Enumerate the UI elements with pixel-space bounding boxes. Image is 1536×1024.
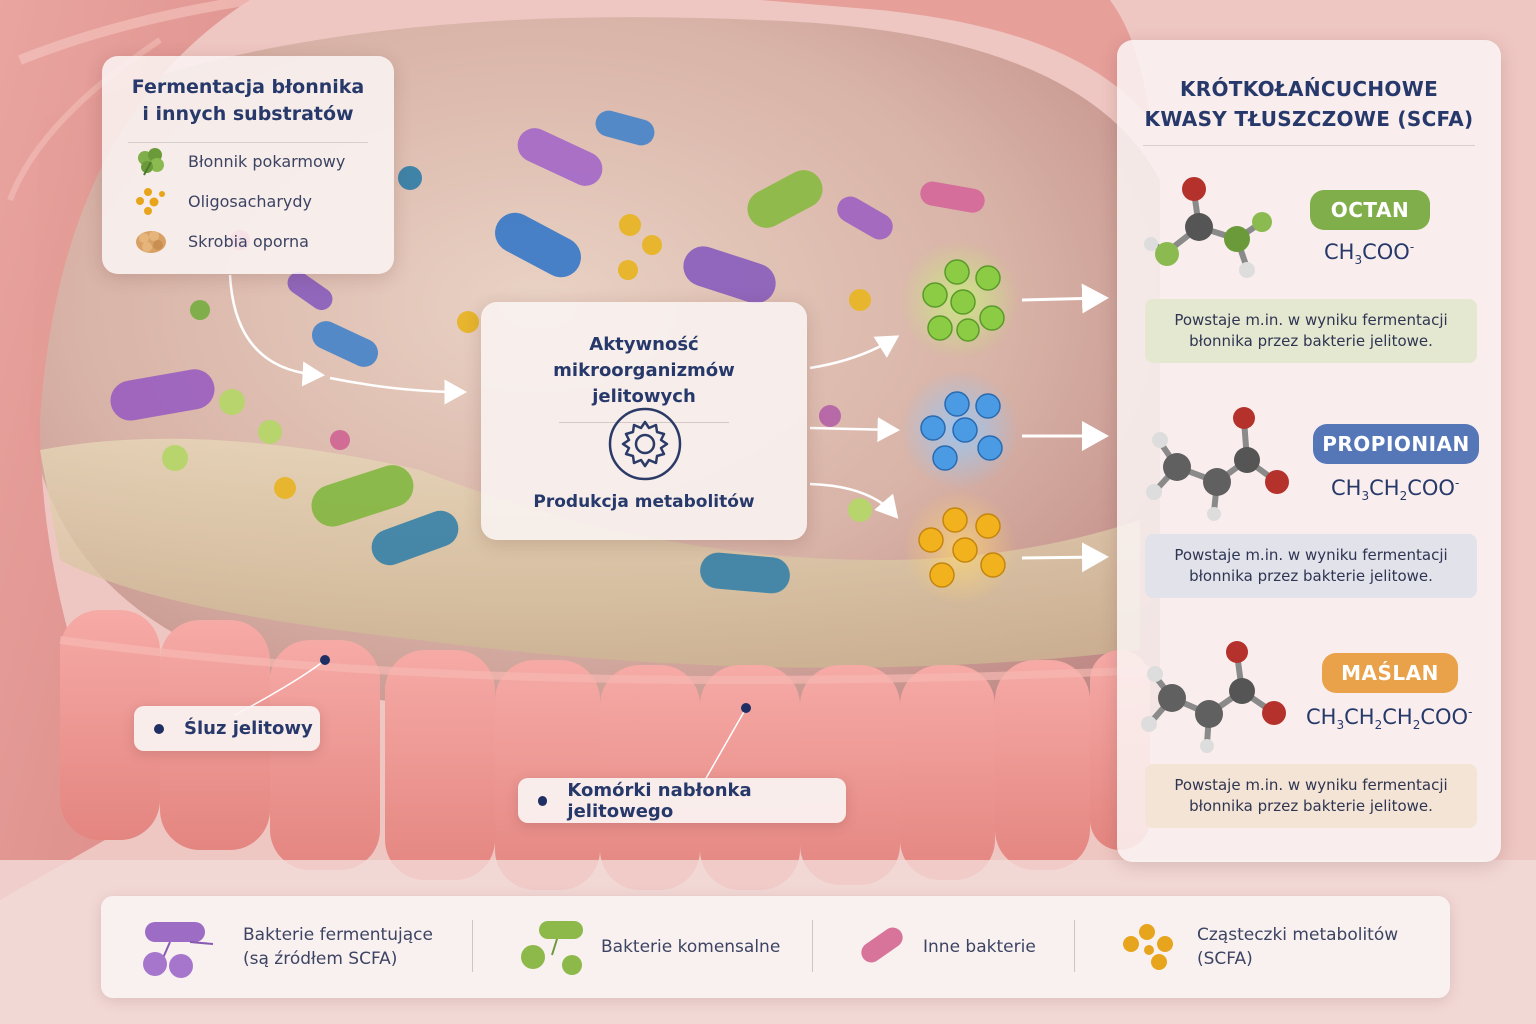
substrate-item: Oligosacharydy [134,186,312,216]
legend-item: Bakterie komensalne [517,896,780,998]
leaf-icon [138,148,164,176]
divider [128,142,368,143]
legend-label: Bakterie komensalne [601,937,781,957]
microbial-activity-panel: Aktywność mikroorganizmów jelitowych Pro… [481,302,807,540]
butyrate-description: Powstaje m.in. w wyniku fermentacji błon… [1145,764,1477,828]
acetate-formula: CH3COO- [1324,240,1415,268]
substrate-label: Skrobia oporna [188,231,309,251]
legend-divider [1074,920,1075,972]
acetate-description: Powstaje m.in. w wyniku fermentacji błon… [1145,299,1477,363]
legend-divider [472,920,473,972]
acetate-molecule-icon [1144,177,1272,278]
divider [1143,145,1475,146]
marker-dot [154,723,164,734]
marker-dot [538,795,548,806]
scfa-title: KRÓTKOŁAŃCUCHOWE KWASY TŁUSZCZOWE (SCFA) [1144,77,1474,131]
acetate-badge: OCTAN [1310,190,1430,230]
mucus-label: Śluz jelitowy [134,706,320,751]
legend-item: Inne bakterie [855,896,1036,998]
gear-icon [608,407,682,481]
substrate-label: Oligosacharydy [188,191,312,211]
propionate-formula: CH3CH2COO- [1331,476,1460,504]
dots-icon [136,188,165,215]
fermentation-panel: Fermentacja błonnika i innych substratów… [102,56,394,274]
legend-label: Inne bakterie [923,937,1036,957]
fermentation-title: Fermentacja błonnika i innych substratów [131,76,365,125]
propionate-description: Powstaje m.in. w wyniku fermentacji błon… [1145,534,1477,598]
scfa-panel: KRÓTKOŁAŃCUCHOWE KWASY TŁUSZCZOWE (SCFA)… [1117,40,1501,862]
propionate-badge: PROPIONIAN [1313,424,1479,464]
butyrate-molecule-icon [1141,641,1286,753]
legend: Bakterie fermentujące (są źródłem SCFA) … [101,896,1450,998]
legend-item: Bakterie fermentujące (są źródłem SCFA) [135,896,433,998]
starch-icon [136,231,166,253]
activity-title: Aktywność mikroorganizmów jelitowych [553,334,735,407]
fermenting-bacteria-icon [143,922,214,978]
legend-divider [812,920,813,972]
commensal-bacteria-icon [521,921,583,975]
legend-label: Cząsteczki metabolitów (SCFA) [1197,925,1399,969]
substrate-item: Skrobia oporna [134,226,309,256]
epithelium-label: Komórki nabłonka jelitowego [518,778,846,823]
butyrate-badge: MAŚLAN [1322,653,1458,693]
substrate-label: Błonnik pokarmowy [188,151,346,171]
activity-subtitle: Produkcja metabolitów [533,492,755,512]
metabolite-particles-icon [1123,924,1173,970]
epithelium-label-text: Komórki nabłonka jelitowego [567,779,752,822]
substrate-item: Błonnik pokarmowy [134,146,345,176]
mucus-label-text: Śluz jelitowy [184,718,313,739]
propionate-molecule-icon [1146,407,1289,521]
butyrate-formula: CH3CH2CH2COO- [1306,705,1473,733]
other-bacteria-icon [861,927,903,963]
legend-label: Bakterie fermentujące (są źródłem SCFA) [243,925,433,969]
legend-item: Cząsteczki metabolitów (SCFA) [1119,896,1398,998]
